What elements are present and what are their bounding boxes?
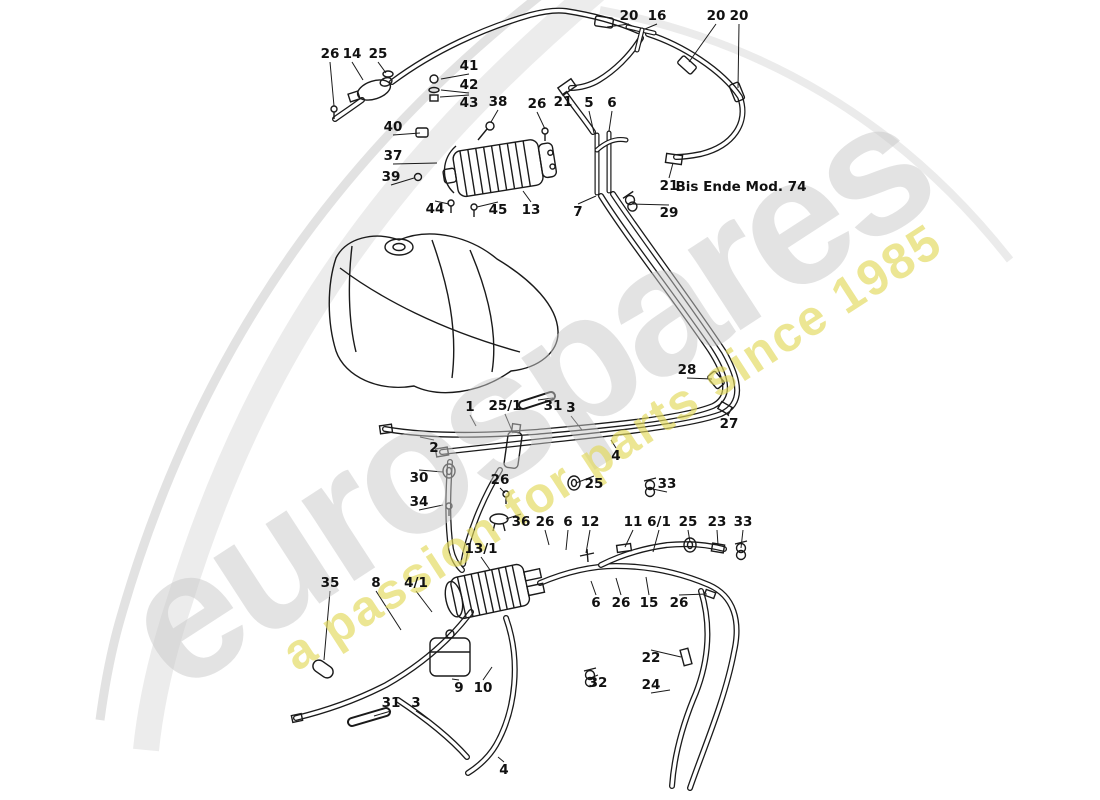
fitting-23 — [710, 542, 726, 554]
hose-end-2 — [378, 423, 394, 435]
clamp-32 — [583, 667, 597, 688]
relay-box — [429, 629, 471, 677]
fuel-tank — [328, 233, 559, 394]
fitting-26-right — [703, 588, 717, 600]
fuel-pump-lower — [444, 563, 546, 620]
clip-26-mid — [502, 490, 510, 505]
clip-26-top — [541, 127, 549, 142]
pump-bracket — [443, 145, 457, 194]
leader-lines — [323, 23, 744, 763]
fitting-11 — [615, 542, 633, 554]
check-valve — [503, 422, 523, 469]
bracket-nut — [413, 172, 423, 182]
fitting-12 — [579, 548, 595, 563]
fitting-21a — [556, 77, 578, 97]
connector-20a — [593, 15, 615, 29]
cap-36 — [489, 513, 509, 532]
clamp-33-mid — [643, 477, 657, 498]
clip-44 — [447, 199, 455, 214]
fuel-pump-top — [442, 139, 558, 198]
connector-20b — [677, 55, 697, 75]
connector-20c — [728, 81, 746, 103]
hose-end-1 — [434, 446, 450, 458]
clamp-40 — [415, 127, 429, 138]
pump-cap — [382, 70, 394, 78]
grommet-25-mid — [567, 475, 581, 491]
connector-28 — [707, 370, 725, 390]
fuel-lines — [296, 11, 742, 788]
screw-38 — [477, 121, 495, 141]
rubber-sleeve-35 — [312, 659, 334, 679]
hose-end-left — [290, 712, 304, 724]
screw-stack — [428, 74, 440, 102]
clip-45 — [470, 203, 478, 218]
coupler-22 — [679, 647, 693, 667]
hand-pump — [347, 76, 393, 103]
